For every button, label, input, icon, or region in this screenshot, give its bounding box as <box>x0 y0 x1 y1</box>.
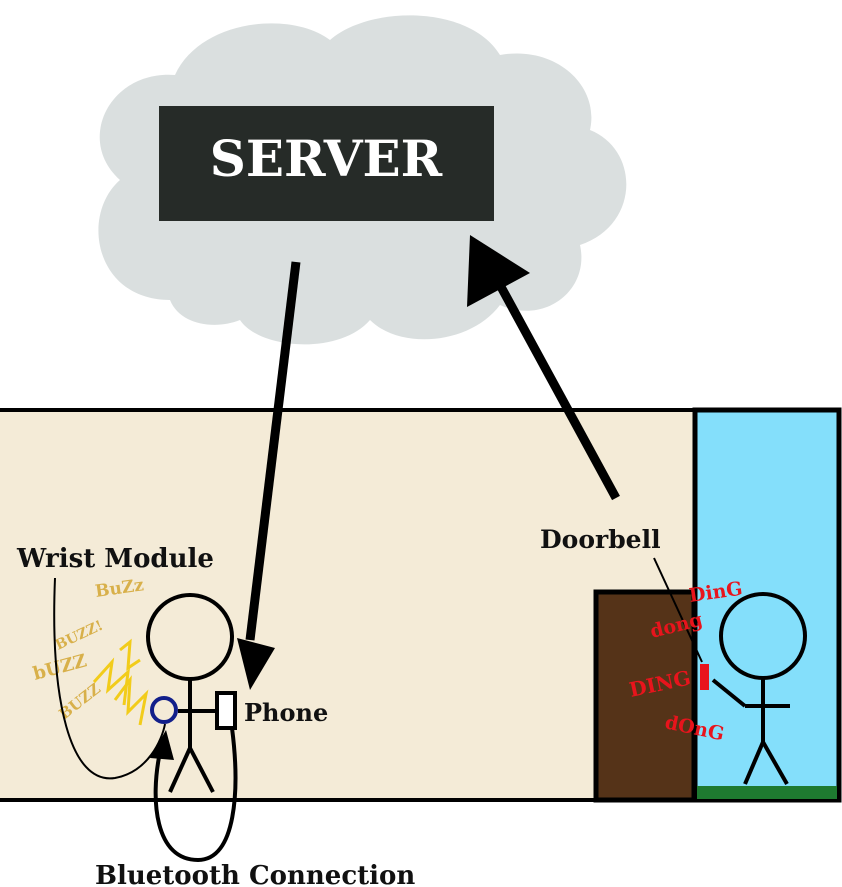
bluetooth-loop <box>153 727 238 863</box>
bluetooth-arrowhead <box>150 730 174 760</box>
person-outside <box>711 592 807 785</box>
door <box>593 589 697 803</box>
wrist-module-label: Wrist Module <box>16 544 214 574</box>
wrist-module-ring <box>150 696 178 724</box>
arrowhead-phone <box>237 638 275 690</box>
grass <box>697 786 837 799</box>
window <box>692 407 842 803</box>
phone-label: Phone <box>244 698 328 727</box>
house-wall <box>0 408 700 802</box>
doorbell-button <box>700 664 709 690</box>
arrow-server-to-phone <box>245 261 301 641</box>
phone-device <box>215 691 237 730</box>
arrow-doorbell-to-server <box>496 282 620 501</box>
person-inside <box>146 593 234 793</box>
bluetooth-label: Bluetooth Connection <box>95 861 415 887</box>
arrowhead-server <box>467 235 530 307</box>
doorbell-label: Doorbell <box>540 525 661 554</box>
server-box <box>159 106 494 221</box>
buzz-zigzags <box>92 638 149 726</box>
server-label: SERVER <box>210 129 443 188</box>
doorbell-callout-line <box>653 557 703 663</box>
